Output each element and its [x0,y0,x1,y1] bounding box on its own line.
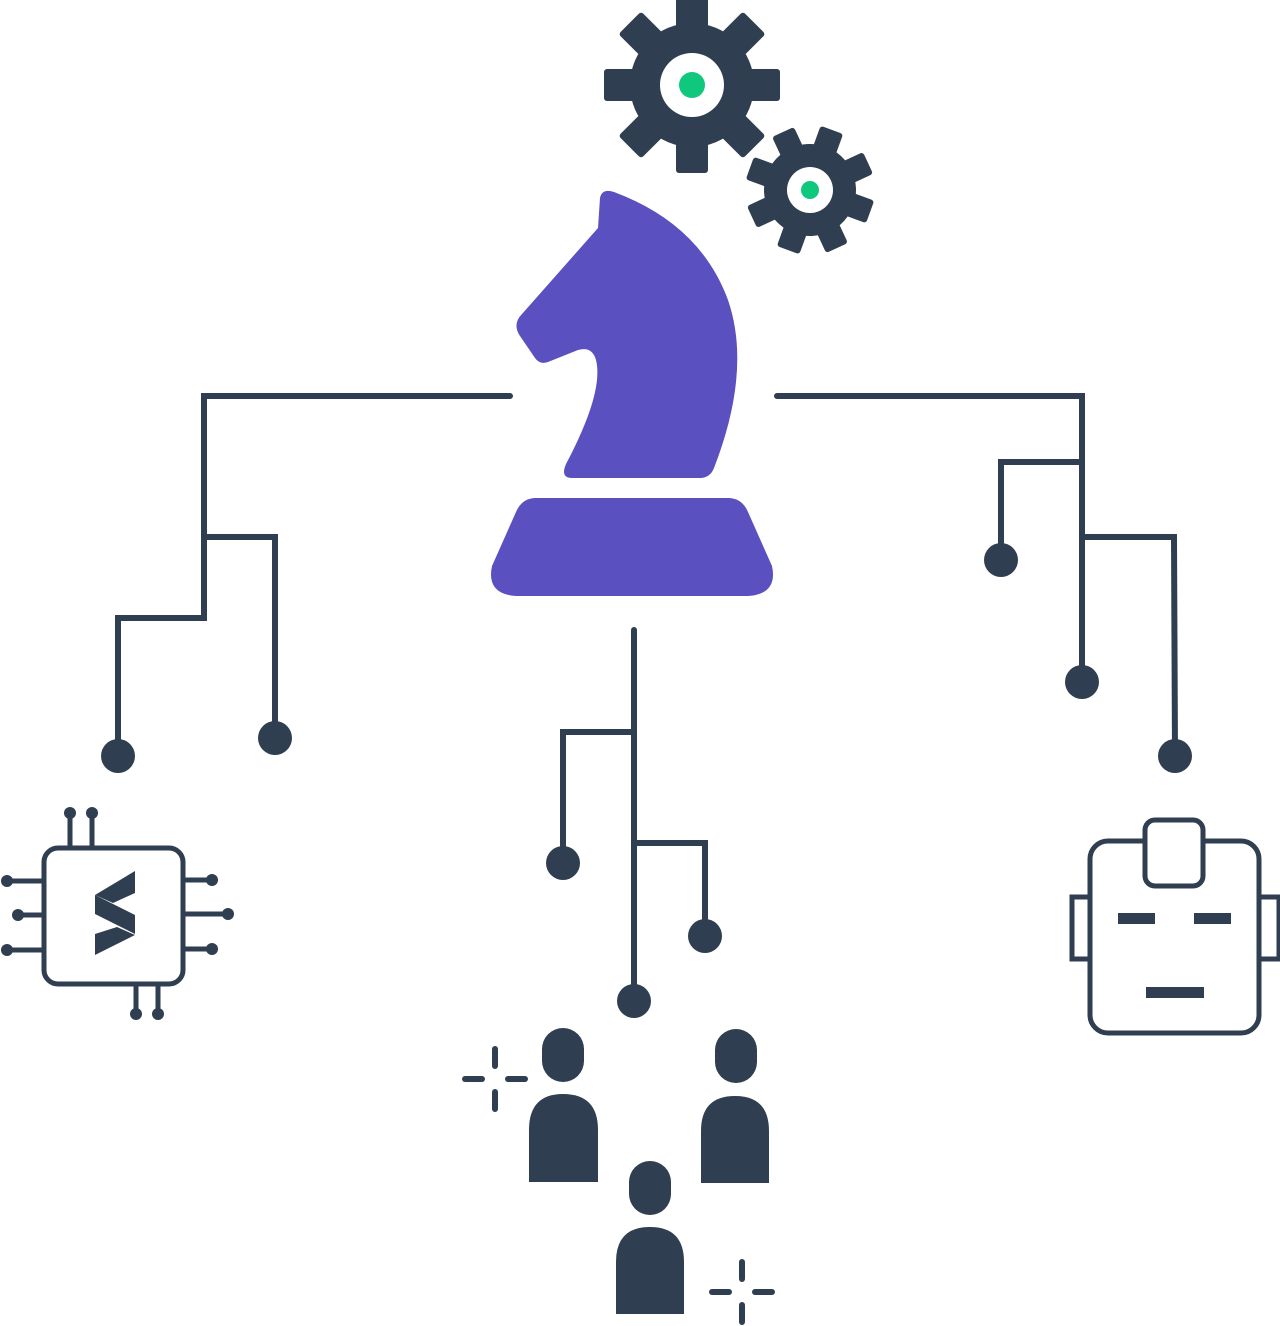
large-gear-center-dot [679,72,705,98]
node-right-2 [1065,665,1099,699]
node-bottom-1 [546,846,580,880]
node-bottom-2 [688,919,722,953]
connector-bottom-sub-a [560,729,637,866]
node-right-1 [984,543,1018,577]
connector-right-main [774,393,1085,685]
chip-icon [1,807,234,1020]
node-right-3 [1158,739,1192,773]
robot-eye-left [1118,913,1155,924]
small-gear-center-dot [801,181,819,199]
knight-base [491,498,773,596]
connector-bottom-sub-b [631,840,708,939]
node-bottom-3 [617,984,651,1018]
connector-nodes [101,543,1192,1018]
robot-mouth [1146,987,1204,998]
people-icon [529,1028,769,1314]
gears-icon [604,0,874,254]
network-connectors [115,393,1178,1004]
robot-antenna [1142,817,1206,889]
connector-right-sub-a [998,459,1085,563]
robot-icon [1069,817,1280,1036]
robot-ear-right [1256,894,1280,962]
knight-head [516,190,738,478]
large-gear-icon [604,0,780,173]
chess-knight-icon [491,190,773,596]
person-icon [701,1029,769,1183]
connector-left-main [115,393,513,759]
node-left-2 [258,721,292,755]
chip-logo [95,871,135,955]
robot-eye-right [1194,913,1231,924]
connector-left-sub [201,534,278,741]
small-gear-icon [746,126,874,254]
sparkle-icon [462,1046,528,1112]
person-icon [616,1161,684,1314]
sparkle-icon [709,1259,775,1325]
person-icon [529,1028,598,1182]
node-left-1 [101,739,135,773]
connector-right-sub-b [1079,534,1178,759]
